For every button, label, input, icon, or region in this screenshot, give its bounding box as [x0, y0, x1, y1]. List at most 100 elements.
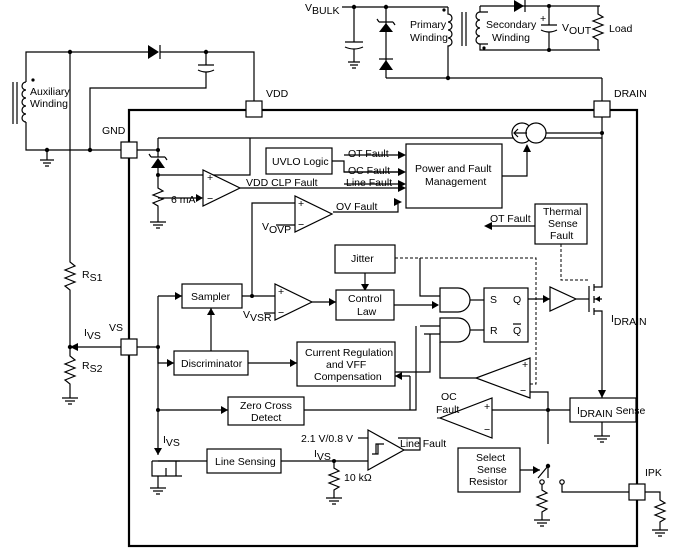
current-source-arrow	[513, 128, 527, 138]
clamp-diode	[379, 60, 393, 70]
thermal-sense-label-3: Fault	[550, 230, 573, 242]
jitter-arrow	[361, 284, 369, 291]
ovp-minus: −	[298, 219, 304, 231]
switch-contact-1	[539, 479, 545, 485]
transformer-core	[461, 12, 467, 46]
six-ma-ground	[150, 221, 166, 229]
line-sense-ground	[150, 476, 166, 495]
rs2-ground	[62, 397, 78, 405]
line-sensing-label: Line Sensing	[215, 456, 276, 468]
sampler-in	[157, 295, 182, 347]
pin-label-gnd: GND	[102, 125, 126, 137]
secondary-dot	[482, 46, 486, 50]
and-top-in	[419, 258, 440, 297]
thermal-sense-label-2: Sense	[548, 218, 578, 230]
control-law-label-1: Control	[348, 293, 382, 305]
thermal-sense-block	[534, 203, 588, 245]
oc-cmp-plus: +	[522, 359, 528, 371]
vdd-clp-label: VDD CLP Fault	[246, 177, 318, 189]
vsr-minus: −	[278, 307, 284, 319]
select-out-arrow	[533, 466, 540, 474]
vdd-diode	[148, 45, 159, 59]
switch-contact-2	[559, 479, 565, 485]
vdd-clp-opamp	[202, 169, 242, 207]
ivs-arrow	[70, 343, 78, 351]
pin-vs	[120, 338, 138, 356]
rs1-label: RS1	[82, 269, 103, 284]
primary-winding	[447, 7, 453, 78]
primary-winding-label-2: Winding	[410, 32, 448, 44]
latch-s: S	[490, 294, 497, 306]
output-diode	[514, 0, 524, 12]
oc-cmp-out	[439, 342, 476, 379]
idrain-sense-block	[569, 397, 637, 423]
drain-int-wire	[546, 117, 603, 270]
switch-pivot	[545, 463, 551, 469]
select-label-3: Resistor	[469, 476, 508, 488]
idrain-ground	[594, 435, 610, 443]
sampler-label: Sampler	[191, 291, 231, 303]
vdd-diode-bar	[159, 45, 255, 101]
line-fault-out	[398, 437, 421, 451]
uvlo-logic-label: UVLO Logic	[272, 156, 329, 168]
ipk-resistor	[645, 491, 667, 530]
oc-fault2-label-2: Fault	[436, 404, 459, 416]
zcd-out	[304, 326, 417, 411]
vovp-ref	[251, 202, 295, 295]
aux-winding-label-1: Auxiliary	[30, 86, 70, 98]
thermal-sense-label-1: Thermal	[543, 206, 582, 218]
pin-label-ipk: IPK	[645, 467, 662, 479]
thermal-dashed	[560, 244, 588, 281]
clamp-zener	[379, 23, 393, 32]
vdd-capacitor	[89, 52, 215, 150]
gate-driver	[549, 286, 578, 312]
pfm-to-source	[502, 146, 528, 177]
vout-label: VOUT	[562, 22, 592, 37]
secondary-winding-label-1: Secondary	[486, 19, 537, 31]
six-ma-resistor	[151, 175, 165, 222]
power-mosfet	[588, 270, 603, 398]
load-label: Load	[609, 23, 633, 35]
pin-ipk	[628, 483, 646, 501]
and-bot-in	[420, 325, 440, 335]
ipk-ground	[652, 529, 668, 537]
latch-q-arrow	[543, 295, 550, 303]
line-fault2-label: Line Fault	[400, 438, 446, 450]
six-ma-arrow	[196, 194, 203, 202]
mosfet-arrow	[595, 296, 600, 302]
output-cap-plus: +	[540, 13, 546, 25]
oc-cmp-in	[530, 391, 549, 410]
zcd-in-arrow	[221, 406, 228, 414]
aux-ground	[40, 150, 54, 167]
oc-fault-opamp	[438, 397, 493, 439]
switch-to-ipk	[561, 484, 629, 493]
sampler-block	[181, 283, 243, 309]
and-gate-bottom	[439, 317, 471, 343]
uvlo-logic-block	[265, 147, 333, 175]
r10k-resistor	[327, 461, 341, 498]
bulk-capacitor	[344, 7, 364, 69]
chip-outline	[127, 108, 639, 548]
pin-label-vs: VS	[109, 322, 123, 334]
pin-label-vdd: VDD	[266, 88, 289, 100]
oc-fault2-label-1: OC	[441, 391, 457, 403]
line-fault-label: Line Fault	[346, 177, 392, 189]
select-label-2: Sense	[477, 464, 507, 476]
pfm-source-arrow	[523, 144, 531, 152]
vsr-plus: +	[278, 286, 284, 298]
ov-fault-wire	[333, 204, 399, 213]
creg-in	[395, 375, 411, 410]
current-reg-label-2: and VFF	[326, 359, 366, 371]
creg-in-arrow	[395, 372, 402, 380]
aux-winding-label-2: Winding	[30, 98, 68, 110]
current-reg-label-1: Current Regulation	[305, 347, 393, 359]
current-source-2	[525, 122, 547, 144]
secondary-winding	[475, 11, 488, 45]
ivs2-label: IVS	[163, 434, 180, 449]
primary-dot	[442, 8, 446, 12]
primary-winding-label-1: Primary	[410, 19, 447, 31]
output-capacitor	[540, 6, 558, 50]
vsr-out-arrow	[329, 298, 336, 306]
line-fault-comparator	[367, 428, 406, 472]
